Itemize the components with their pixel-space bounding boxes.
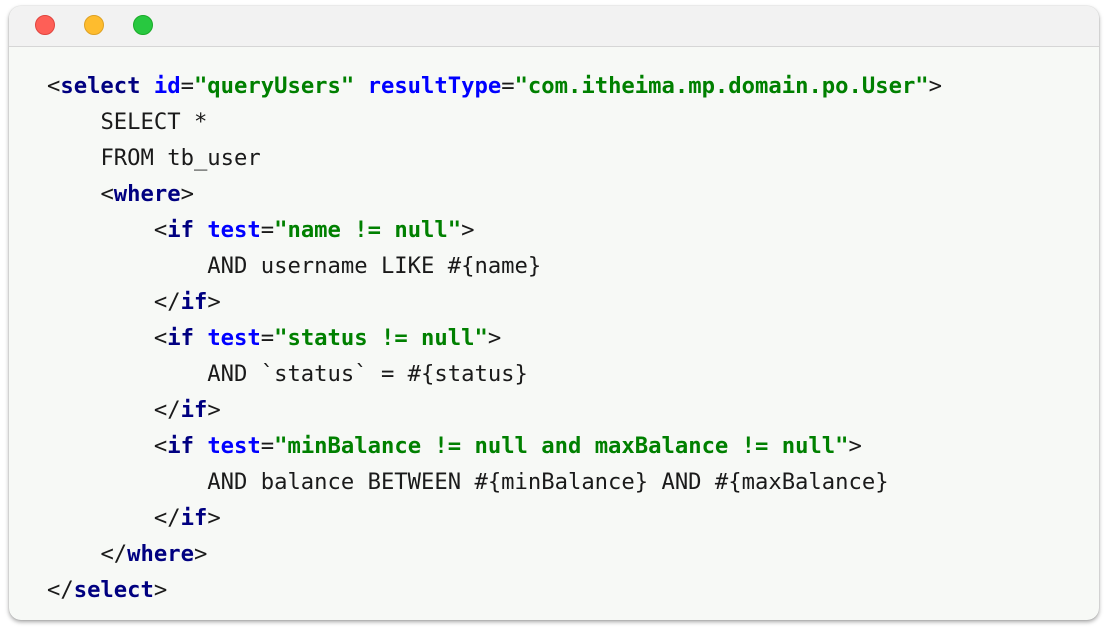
if-close-tag: if [180, 289, 208, 315]
code-line-1: <select id="queryUsers" resultType="com.… [47, 73, 943, 99]
window-titlebar [9, 6, 1099, 47]
test-attribute: test [207, 325, 261, 351]
code-window: <select id="queryUsers" resultType="com.… [9, 6, 1099, 620]
where-open-tag: where [113, 181, 181, 207]
code-line-5: <if test="name != null"> [153, 217, 475, 243]
code-line-2: SELECT * [47, 104, 942, 140]
sql-select-text: SELECT * [100, 109, 208, 135]
code-line-6: AND username LIKE #{name} [47, 248, 942, 284]
result-type-attribute: resultType [367, 73, 502, 99]
zoom-window-button[interactable] [133, 15, 153, 35]
select-open-tag: select [60, 73, 141, 99]
id-value: "queryUsers" [193, 73, 355, 99]
if-open-tag: if [167, 325, 194, 351]
code-line-14: </where> [100, 541, 208, 567]
code-line-7: </if> [153, 289, 221, 315]
sql-from-text: FROM tb_user [100, 145, 261, 171]
test-attribute: test [207, 217, 261, 243]
if-close-tag: if [180, 397, 208, 423]
code-line-15: </select> [47, 577, 168, 603]
test-attribute: test [207, 433, 261, 459]
code-line-4: <where> [100, 181, 194, 207]
if-open-tag: if [167, 217, 194, 243]
code-line-8: <if test="status != null"> [153, 325, 502, 351]
sql-condition-text: AND username LIKE #{name} [207, 253, 542, 279]
test-value: "status != null" [274, 325, 488, 351]
code-line-12: AND balance BETWEEN #{minBalance} AND #{… [47, 464, 942, 500]
if-open-tag: if [167, 433, 194, 459]
select-close-tag: select [73, 577, 154, 603]
code-line-10: </if> [153, 397, 221, 423]
close-window-button[interactable] [35, 15, 55, 35]
where-close-tag: where [127, 541, 194, 567]
result-type-value: "com.itheima.mp.domain.po.User" [514, 73, 929, 99]
sql-condition-text: AND `status` = #{status} [207, 361, 528, 387]
code-line-3: FROM tb_user [47, 140, 942, 176]
minimize-window-button[interactable] [84, 15, 104, 35]
code-block: <select id="queryUsers" resultType="com.… [47, 68, 942, 608]
test-value: "name != null" [274, 217, 462, 243]
code-line-9: AND `status` = #{status} [47, 356, 942, 392]
id-attribute: id [153, 73, 181, 99]
sql-condition-text: AND balance BETWEEN #{minBalance} AND #{… [207, 469, 889, 495]
code-line-13: </if> [153, 505, 221, 531]
if-close-tag: if [180, 505, 208, 531]
test-value: "minBalance != null and maxBalance != nu… [274, 433, 849, 459]
code-line-11: <if test="minBalance != null and maxBala… [153, 433, 862, 459]
